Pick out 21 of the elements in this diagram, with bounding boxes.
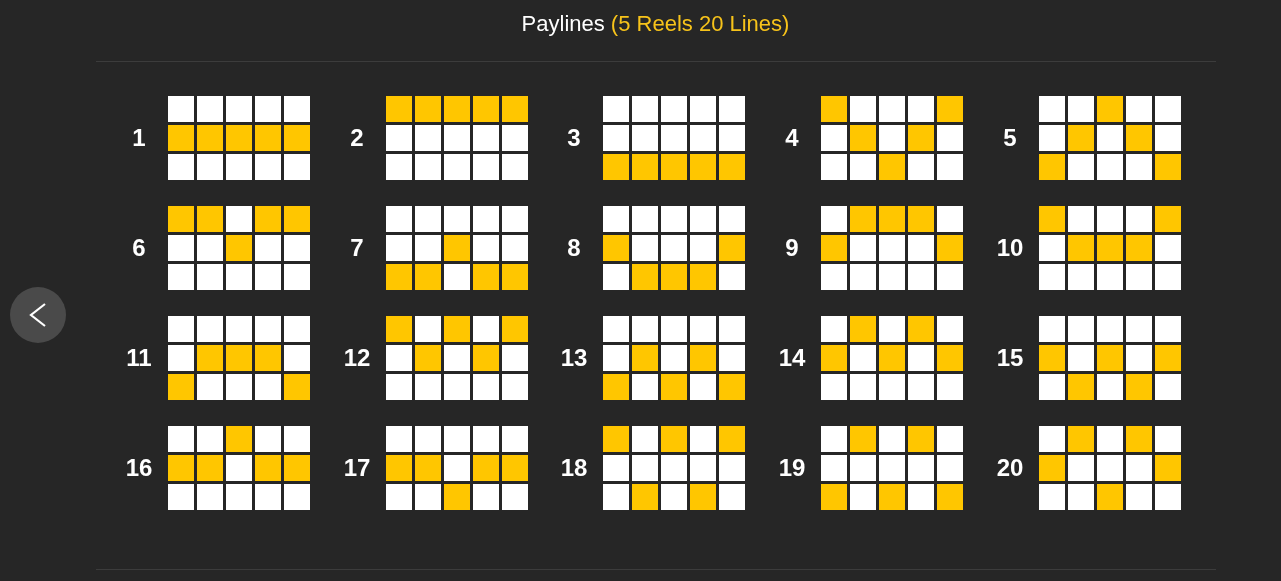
payline-number: 9: [784, 234, 800, 262]
payline-number: 17: [342, 454, 372, 482]
payline-number: 13: [559, 344, 589, 372]
payline-number: 7: [349, 234, 365, 262]
title: Paylines (5 Reels 20 Lines): [521, 11, 790, 36]
payline-number: 19: [777, 454, 807, 482]
payline-number: 20: [995, 454, 1025, 482]
payline-number: 15: [995, 344, 1025, 372]
payline-number: 3: [566, 124, 582, 152]
payline-number: 1: [131, 124, 147, 152]
payline-number: 6: [131, 234, 147, 262]
payline-number: 2: [349, 124, 365, 152]
payline-number: 11: [125, 344, 153, 372]
payline-number: 4: [784, 124, 800, 152]
payline-number: 18: [559, 454, 589, 482]
payline-number: 12: [342, 344, 372, 372]
payline-number: 8: [566, 234, 582, 262]
payline-number: 14: [777, 344, 807, 372]
payline-number: 16: [124, 454, 154, 482]
payline-number: 5: [1002, 124, 1018, 152]
payline-number: 10: [995, 234, 1025, 262]
